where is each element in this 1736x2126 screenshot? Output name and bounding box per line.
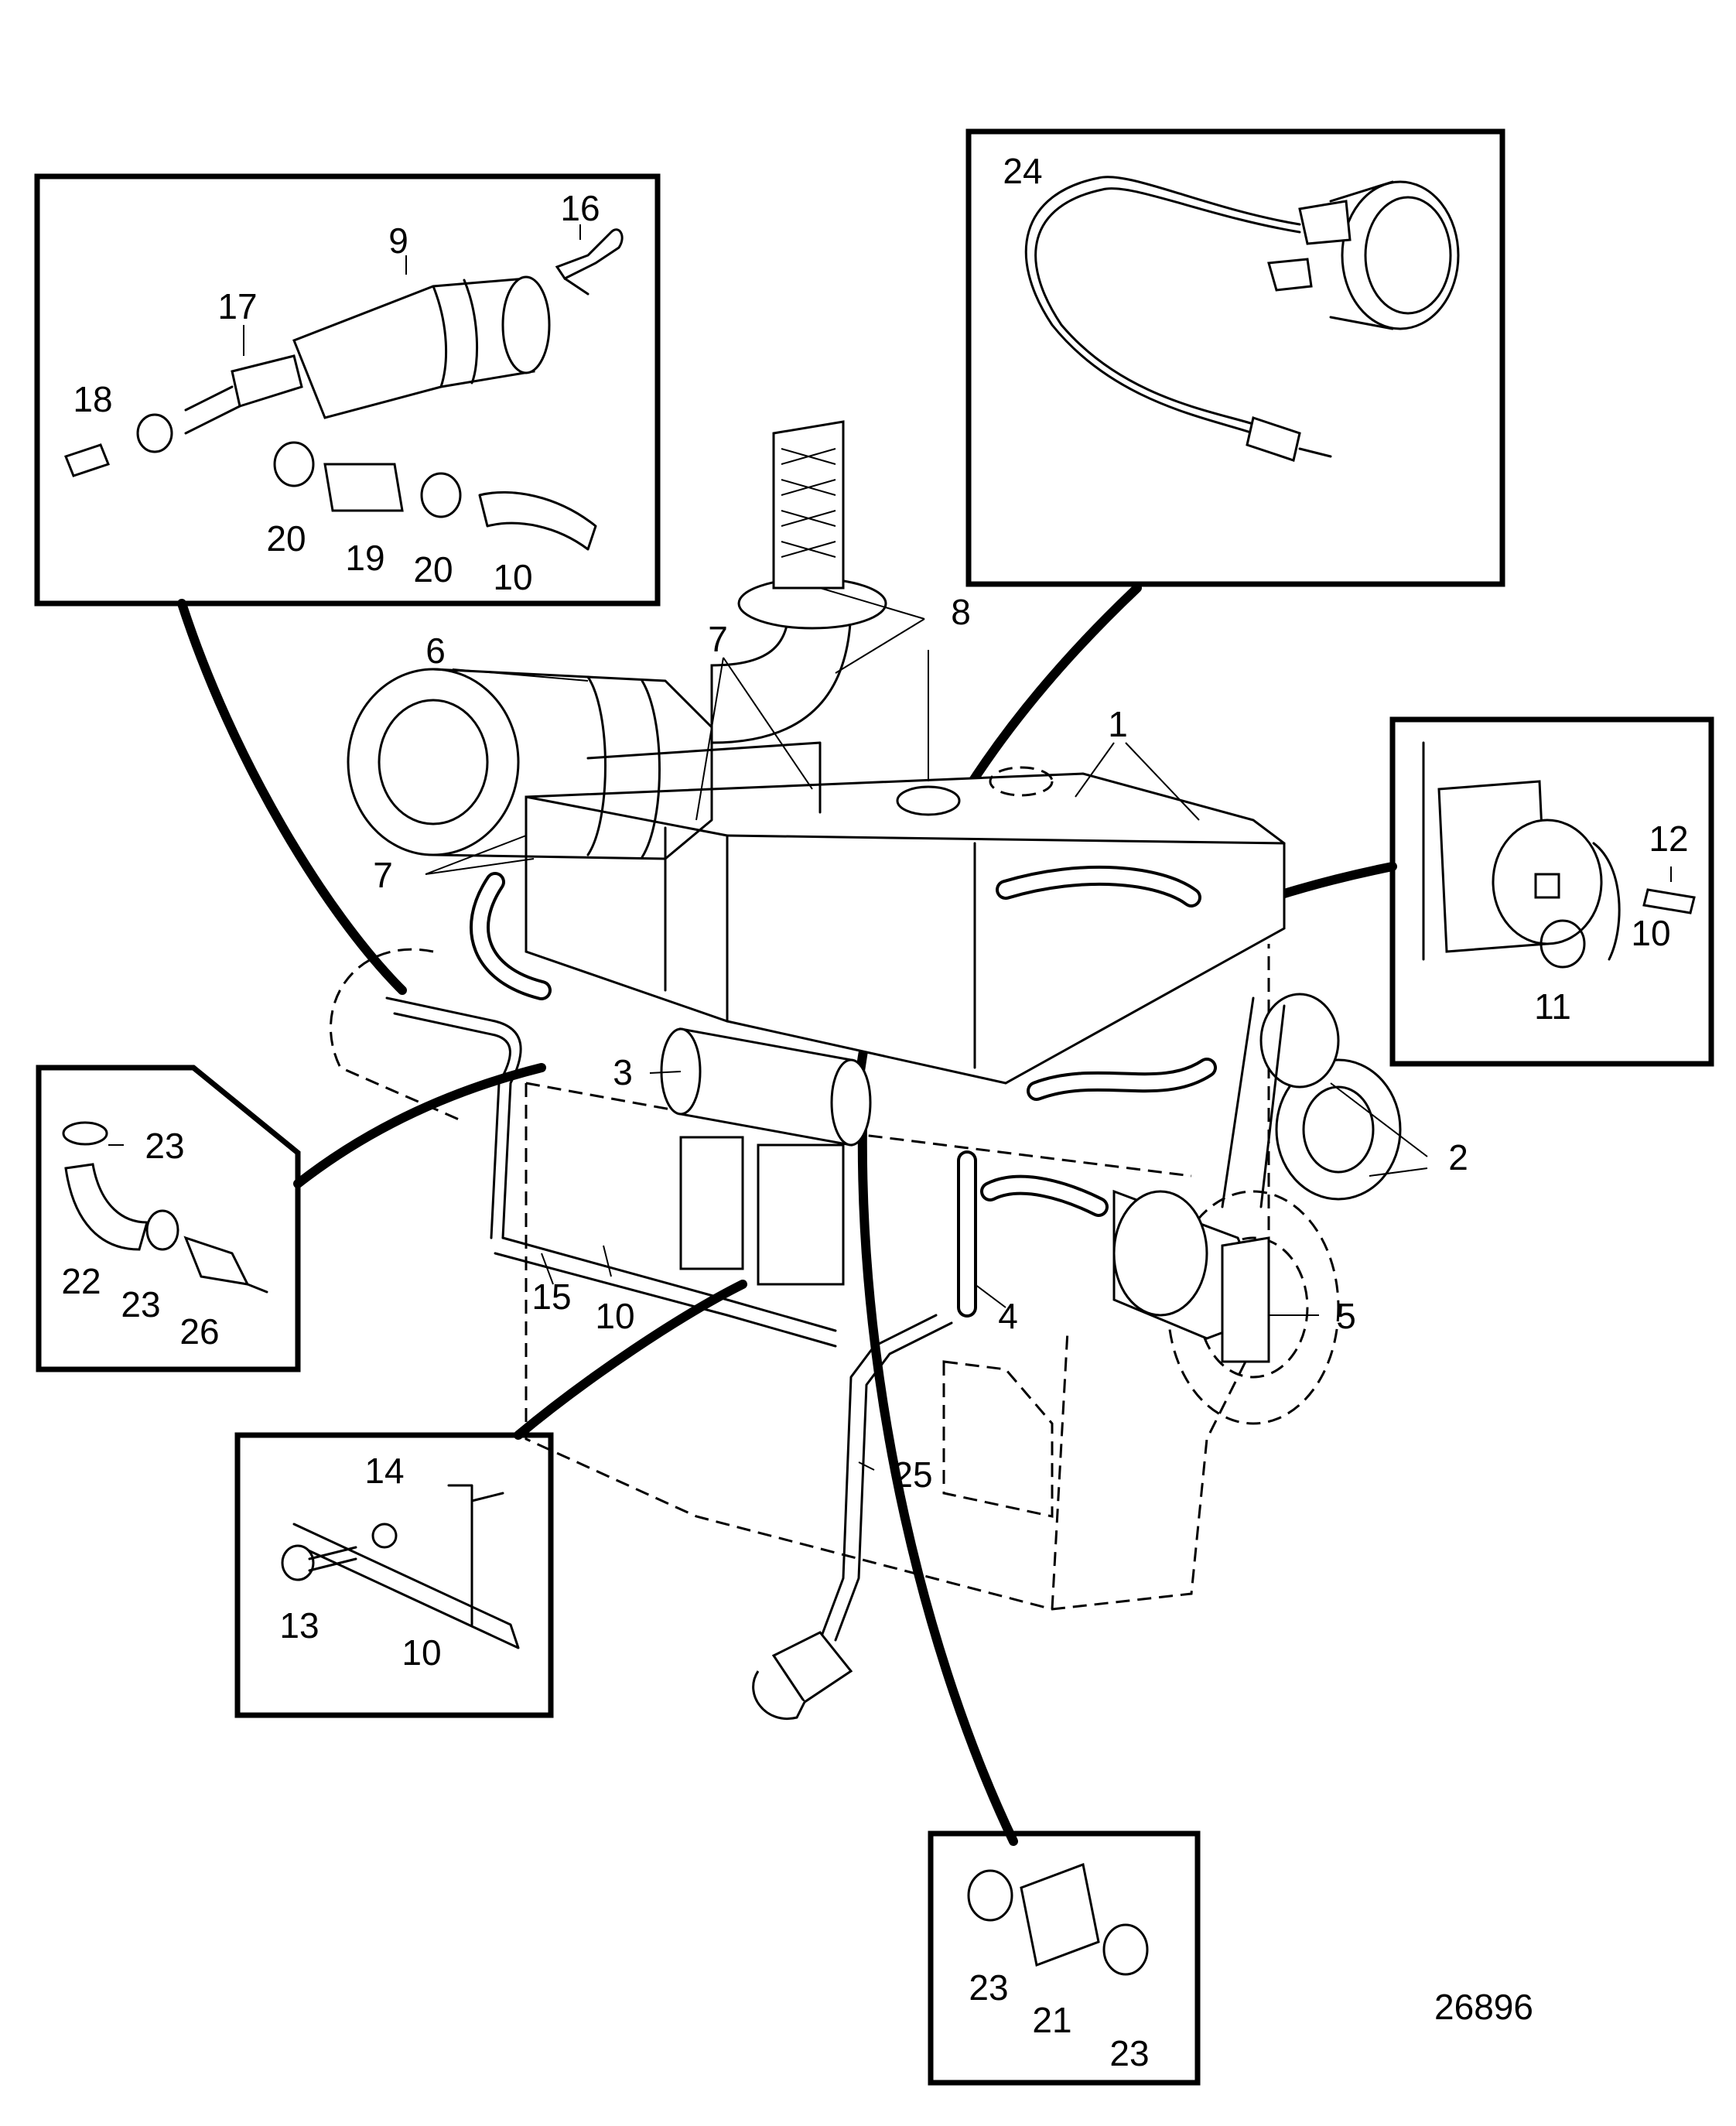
label-8: 8 (951, 592, 971, 632)
plug-18 (64, 413, 173, 477)
hose-16 (555, 228, 624, 296)
inset-bracket: 14 13 10 (234, 1432, 554, 1718)
air-filter (347, 668, 713, 860)
hose-10 (478, 490, 597, 551)
label-10a: 10 (493, 557, 532, 597)
label-6: 6 (425, 631, 446, 671)
label-21: 21 (1032, 2000, 1071, 2040)
label-1: 1 (1108, 704, 1128, 744)
inset-box-bottom-right (928, 1830, 1201, 2086)
figure-number: 26896 (1434, 1987, 1533, 2027)
label-9: 9 (388, 220, 408, 261)
label-23b: 23 (121, 1284, 160, 1324)
inset-box-left (36, 1065, 301, 1372)
label-10c: 10 (402, 1632, 441, 1673)
label-17: 17 (217, 286, 257, 326)
label-23a: 23 (145, 1126, 184, 1166)
silencer-9 (292, 275, 551, 419)
label-25: 25 (893, 1454, 932, 1495)
label-2: 2 (1448, 1137, 1468, 1178)
label-20a: 20 (266, 518, 306, 559)
label-11: 11 (1534, 986, 1571, 1027)
label-18: 18 (73, 379, 112, 419)
label-20b: 20 (413, 549, 453, 590)
label-10d: 10 (595, 1296, 634, 1336)
callout-arc-bottom-left (514, 1280, 747, 1440)
label-26: 26 (179, 1311, 219, 1352)
label-23d: 23 (1109, 2033, 1149, 2073)
label-12: 12 (1649, 819, 1688, 859)
label-3: 3 (613, 1052, 633, 1092)
label-13: 13 (279, 1605, 319, 1646)
fuel-filters (679, 1136, 845, 1286)
inset-hose-fittings: 23 22 23 26 (36, 1065, 301, 1372)
inset-box-right (1389, 716, 1714, 1067)
valve-cover (525, 741, 1286, 1085)
inset-temperature-gauge: 24 (965, 128, 1505, 587)
callout-arc-bottom-right (857, 1117, 1018, 1846)
nipple-17 (184, 354, 303, 435)
label-4: 4 (998, 1296, 1018, 1336)
inset-sensor-mount: 12 10 11 (1389, 716, 1714, 1067)
label-22: 22 (61, 1261, 101, 1301)
leader-lines (425, 587, 1428, 1471)
pulleys (1221, 993, 1402, 1208)
callout-arc-top-left (177, 599, 407, 995)
inset-box-bottom-left (234, 1432, 554, 1718)
exhaust-elbow (710, 420, 887, 744)
gauge-24 (1024, 176, 1460, 462)
main-labels: 1 2 3 4 5 6 7 7 8 15 10 25 (373, 592, 1468, 1495)
label-14: 14 (364, 1451, 404, 1491)
inset-exhaust-silencer: 9 16 17 18 20 19 20 10 (34, 173, 661, 607)
label-7a: 7 (708, 619, 728, 659)
label-10b: 10 (1631, 913, 1670, 953)
callout-arc-left (293, 1063, 546, 1188)
coolant-hoses (470, 865, 1217, 1318)
label-7b: 7 (373, 855, 393, 895)
label-19: 19 (345, 538, 384, 578)
label-16: 16 (560, 188, 600, 228)
sea-water-pump (1112, 1189, 1270, 1363)
sleeve-19 (323, 463, 404, 512)
label-24: 24 (1003, 151, 1042, 191)
label-5: 5 (1336, 1296, 1356, 1336)
pipes (385, 996, 953, 1720)
inset-drain-hose: 23 21 23 (928, 1830, 1201, 2086)
label-23c: 23 (969, 1967, 1008, 2008)
inset-box-top-right (965, 128, 1505, 587)
clamps-20 (273, 441, 462, 518)
label-15: 15 (531, 1277, 571, 1317)
inset-box-top-left (34, 173, 661, 607)
